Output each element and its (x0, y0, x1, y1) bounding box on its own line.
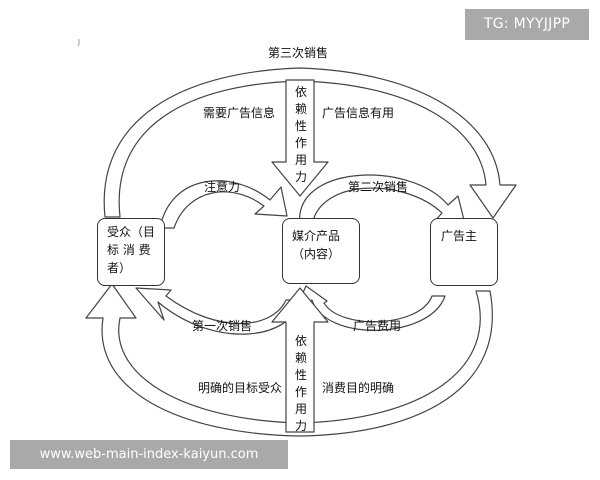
clear-spending-goal-label: 消费目的明确 (322, 381, 395, 395)
ad-info-useful-label: 广告信息有用 (322, 106, 395, 120)
outer-bottom-arc-arrow (85, 283, 493, 437)
dependency-force-bottom-label: 依赖性作用力 (294, 334, 307, 433)
advertiser-box-label: 广告主 (441, 229, 478, 243)
audience-box-line2: 标 消 费 (107, 243, 151, 257)
audience-box-line1: 受众（目 (107, 225, 156, 239)
need-ad-info-label: 需要广告信息 (203, 106, 276, 120)
first-sale-label: 第一次销售 (192, 319, 253, 333)
bottom-vertical-arrow (271, 287, 329, 433)
right-upper-arrow (299, 174, 466, 226)
audience-box-line3: 者） (107, 261, 132, 275)
left-lower-arrow (135, 287, 301, 335)
small-mark: J (78, 38, 81, 46)
top-title: 第三次销售 (268, 46, 329, 60)
watermark-url-overlay: www.web-main-index-kaiyun.com (10, 440, 288, 469)
top-vertical-arrow (271, 79, 329, 197)
media-product-box: 媒介产品 （内容） (282, 218, 360, 284)
advertiser-box: 广告主 (430, 218, 498, 286)
left-upper-arrow (159, 180, 288, 229)
media-box-line2: （内容） (292, 247, 341, 261)
second-sale-label: 第二次销售 (348, 180, 409, 194)
attention-label: 注意力 (204, 180, 241, 194)
ad-cost-label: 广告费用 (353, 319, 402, 333)
clear-target-audience-label: 明确的目标受众 (198, 381, 283, 395)
media-box-line1: 媒介产品 (292, 229, 341, 243)
dependency-force-top-label: 依赖性作用力 (294, 85, 307, 184)
right-lower-arrow (296, 285, 446, 331)
tg-tag-overlay: TG: MYYJJPP (465, 9, 589, 40)
audience-box: 受众（目 标 消 费 者） (97, 218, 165, 286)
